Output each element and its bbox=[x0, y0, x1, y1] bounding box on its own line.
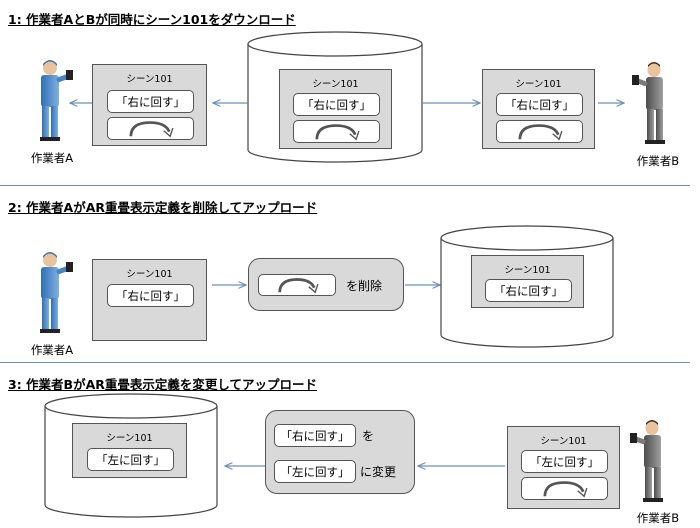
rotate-arrow-icon bbox=[278, 278, 319, 294]
worker-figure-icon bbox=[40, 252, 73, 333]
rotate-text-label: 「左に回す」 bbox=[87, 448, 174, 471]
section-3-title: 3: 作業者BがAR重畳表示定義を変更してアップロード bbox=[8, 377, 318, 392]
change-from-suffix: を bbox=[362, 429, 375, 443]
worker-a-label: 作業者A bbox=[30, 343, 74, 357]
scene-card-title: シーン101 bbox=[515, 79, 562, 90]
section-divider-1 bbox=[0, 185, 690, 186]
rotate-text-label: 「右に回す」 bbox=[293, 93, 380, 116]
scene-card-title: シーン101 bbox=[540, 436, 587, 447]
change-to-suffix: に変更 bbox=[360, 465, 397, 479]
rotate-arrow-box bbox=[258, 274, 336, 296]
rotate-arrow-icon bbox=[129, 121, 174, 138]
rotate-arrow-box bbox=[521, 477, 608, 500]
scene-card-database-s2: シーン101 「右に回す」 bbox=[471, 255, 584, 308]
scene-card-title: シーン101 bbox=[126, 74, 173, 85]
scene-card-title: シーン101 bbox=[504, 265, 551, 276]
change-to-label: 「左に回す」 bbox=[274, 460, 356, 483]
rotate-arrow-icon bbox=[543, 481, 588, 498]
section-1-title: 1: 作業者AとBが同時にシーン101をダウンロード bbox=[8, 12, 296, 27]
scene-card-database-s3: シーン101 「左に回す」 bbox=[72, 423, 187, 478]
change-from-label: 「右に回す」 bbox=[274, 424, 356, 447]
rotate-text-label: 「右に回す」 bbox=[485, 279, 572, 302]
rotate-arrow-icon bbox=[518, 124, 563, 141]
rotate-arrow-box bbox=[107, 117, 194, 140]
rotate-text-label: 「右に回す」 bbox=[107, 90, 194, 113]
worker-figure-icon bbox=[630, 420, 663, 502]
change-action-box: 「右に回す」 を 「左に回す」 に変更 bbox=[265, 410, 415, 494]
scene-card-database: シーン101 「右に回す」 bbox=[279, 69, 392, 149]
scene-card-title: シーン101 bbox=[126, 269, 173, 280]
delete-action-box: を削除 bbox=[248, 258, 404, 311]
worker-a-label: 作業者A bbox=[30, 151, 74, 165]
rotate-text-label: 「右に回す」 bbox=[496, 93, 583, 116]
rotate-arrow-icon bbox=[315, 124, 360, 141]
worker-figure-icon bbox=[40, 60, 73, 141]
worker-b-label: 作業者B bbox=[636, 154, 680, 168]
section-2-title: 2: 作業者AがAR重畳表示定義を削除してアップロード bbox=[8, 200, 318, 215]
rotate-arrow-box bbox=[293, 120, 380, 143]
worker-b-label: 作業者B bbox=[636, 511, 680, 525]
scene-card-title: シーン101 bbox=[312, 79, 359, 90]
scene-card-title: シーン101 bbox=[106, 433, 153, 444]
section-divider-2 bbox=[0, 362, 690, 363]
rotate-text-label: 「左に回す」 bbox=[521, 450, 608, 473]
scene-card-worker-a-s2: シーン101 「右に回す」 bbox=[92, 259, 207, 341]
rotate-arrow-box bbox=[496, 120, 583, 143]
worker-figure-icon bbox=[632, 62, 665, 144]
delete-label: を削除 bbox=[346, 279, 383, 293]
scene-card-worker-a: シーン101 「右に回す」 bbox=[92, 64, 207, 146]
rotate-text-label: 「右に回す」 bbox=[107, 284, 194, 307]
scene-card-worker-b-s3: シーン101 「左に回す」 bbox=[507, 426, 620, 509]
scene-card-worker-b: シーン101 「右に回す」 bbox=[482, 69, 595, 149]
